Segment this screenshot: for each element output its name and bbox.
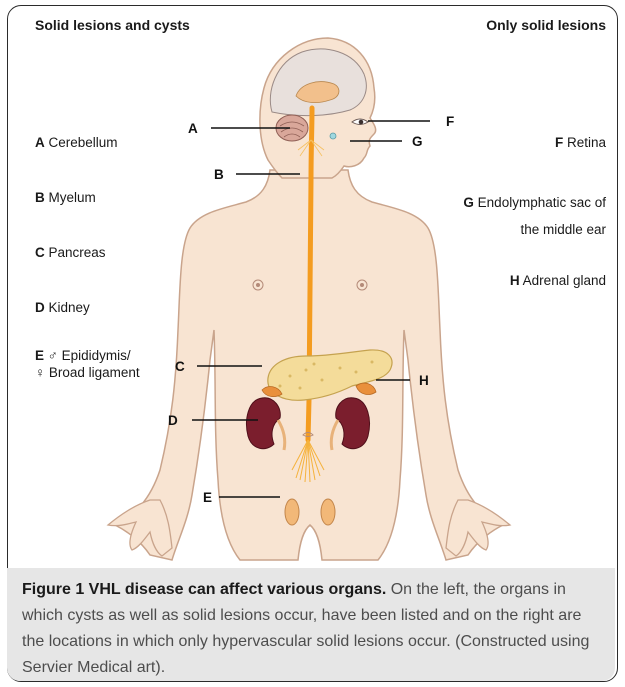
callout-b: B bbox=[214, 167, 224, 182]
pupil bbox=[359, 120, 364, 125]
testis-left bbox=[285, 499, 299, 525]
caption-title: Figure 1 VHL disease can affect various … bbox=[22, 581, 386, 598]
callout-h: H bbox=[419, 373, 429, 388]
figure-caption: Figure 1 VHL disease can affect various … bbox=[22, 577, 607, 681]
right-hand bbox=[446, 500, 510, 556]
right-header: Only solid lesions bbox=[450, 17, 606, 33]
label-kidney: D Kidney bbox=[35, 299, 90, 316]
label-cerebellum: A Cerebellum bbox=[35, 134, 118, 151]
callout-f: F bbox=[446, 114, 454, 129]
callout-d: D bbox=[168, 413, 178, 428]
label-retina: F Retina bbox=[420, 134, 606, 151]
callout-a: A bbox=[188, 121, 198, 136]
callout-c: C bbox=[175, 359, 185, 374]
ear-sac bbox=[330, 133, 336, 139]
left-hand bbox=[108, 500, 172, 556]
testis-right bbox=[321, 499, 335, 525]
left-header: Solid lesions and cysts bbox=[35, 17, 190, 33]
label-pancreas: C Pancreas bbox=[35, 244, 106, 261]
label-adrenal: H Adrenal gland bbox=[420, 272, 606, 289]
label-myelum: B Myelum bbox=[35, 189, 96, 206]
label-epididymis: E ♂ Epididymis/♀ Broad ligament bbox=[35, 347, 140, 381]
callout-e: E bbox=[203, 490, 212, 505]
